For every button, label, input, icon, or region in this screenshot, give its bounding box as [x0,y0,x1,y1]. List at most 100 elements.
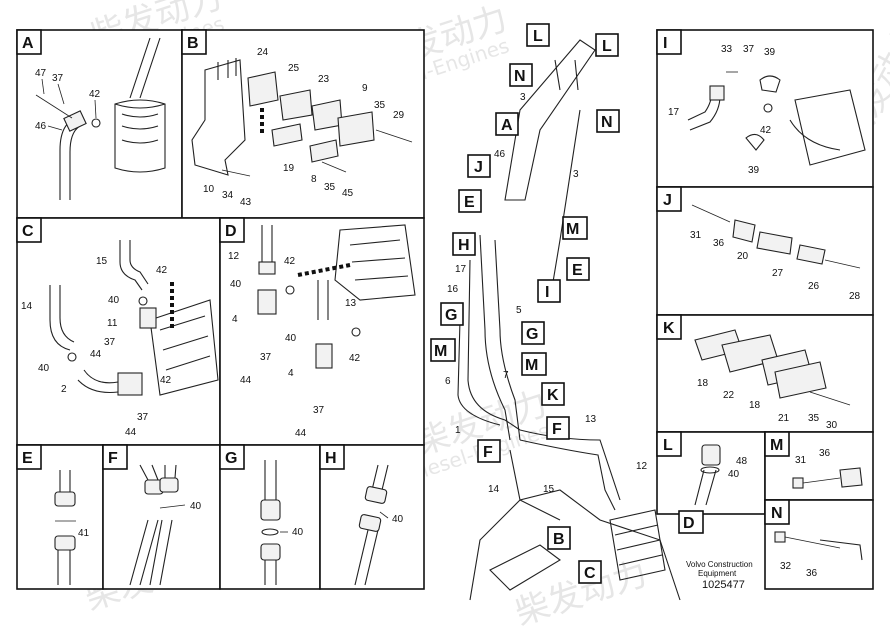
panel-i: I 33 37 39 17 42 39 [656,29,874,188]
svg-text:23: 23 [318,74,330,85]
clamp-blocks [247,71,375,163]
panel-tag-l [656,431,682,457]
valve-assembly [334,224,416,301]
svg-text:8: 8 [311,174,317,185]
panel-n: N 32 36 [764,499,874,590]
svg-text:46: 46 [35,121,47,132]
svg-text:37: 37 [104,337,116,348]
panel-tag-j-text: J [663,192,672,209]
panel-tag-d [219,217,245,243]
svg-text:5: 5 [516,305,522,316]
svg-text:11: 11 [107,318,118,329]
panel-b: B 24 25 23 9 35 29 19 8 35 45 10 34 43 [181,29,425,219]
panel-tag-k-text: K [663,320,675,337]
svg-text:46: 46 [494,149,506,160]
panel-tag-k [656,314,682,340]
svg-text:C: C [584,565,596,582]
svg-text:15: 15 [96,256,108,267]
svg-text:40: 40 [190,501,202,512]
svg-text:7: 7 [503,370,509,381]
svg-text:E: E [464,194,475,211]
svg-text:3: 3 [573,169,579,180]
svg-text:35: 35 [374,100,386,111]
svg-text:18: 18 [749,400,761,411]
svg-text:27: 27 [772,268,784,279]
panel-tag-c-text: C [22,223,34,240]
svg-text:E: E [572,262,583,279]
svg-text:H: H [458,237,470,254]
svg-text:35: 35 [808,413,820,424]
adapter-11 [139,307,157,329]
svg-text:17: 17 [668,107,680,118]
svg-text:31: 31 [690,230,702,241]
svg-text:F: F [552,421,562,438]
svg-text:4: 4 [232,314,238,325]
panel-tag-l-text: L [663,437,673,454]
svg-text:42: 42 [156,265,168,276]
svg-text:33: 33 [721,44,733,55]
svg-text:36: 36 [819,448,831,459]
panel-tag-d-text: D [225,223,237,240]
svg-text:40: 40 [230,279,242,290]
svg-text:9: 9 [362,83,368,94]
svg-text:10: 10 [203,184,215,195]
panel-c: C 15 42 14 40 11 37 44 40 2 42 37 44 [16,217,221,446]
panel-tag-m-text: M [770,437,783,454]
svg-text:35: 35 [324,182,336,193]
svg-text:14: 14 [488,484,500,495]
svg-text:M: M [525,357,538,374]
panel-d: D 12 42 40 4 37 44 13 40 42 4 37 44 [219,217,425,446]
panel-tag-g-text: G [225,450,237,467]
svg-text:42: 42 [284,256,296,267]
panel-tag-j [656,186,682,212]
svg-text:39: 39 [748,165,760,176]
panel-a: A 47 37 42 46 [16,29,183,219]
panel-tag-h-text: H [325,450,337,467]
panel-tag-a-text: A [22,35,34,52]
svg-text:26: 26 [808,281,820,292]
panel-m: M 31 36 [764,431,874,501]
panel-g: G 40 [219,444,321,590]
panel-tag-m [764,431,790,457]
panel-tag-f [102,444,128,470]
svg-text:1: 1 [455,425,461,436]
svg-text:16: 16 [447,284,459,295]
cylinder-part [114,37,166,173]
svg-text:42: 42 [160,375,172,386]
svg-text:44: 44 [240,375,252,386]
svg-text:6: 6 [445,376,451,387]
svg-text:N: N [514,68,526,85]
panel-tag-e [16,444,42,470]
svg-text:31: 31 [795,455,807,466]
svg-text:36: 36 [713,238,725,249]
svg-text:30: 30 [826,420,838,431]
main-assembly: L L N N A J E M H E I G G M M K F F D [430,23,704,601]
panel-tag-i-text: I [663,35,667,52]
panel-tag-n [764,499,790,525]
svg-text:A: A [501,117,513,134]
panel-j: J 31 36 20 27 26 28 [656,186,874,316]
hose-13 [317,280,329,320]
flange [117,372,143,396]
svg-text:32: 32 [780,561,792,572]
svg-text:44: 44 [125,427,137,438]
svg-text:L: L [533,28,543,45]
svg-text:48: 48 [736,456,748,467]
bracket-10 [191,59,246,176]
svg-text:44: 44 [90,349,102,360]
svg-text:36: 36 [806,568,818,579]
boom-cylinder [504,39,596,201]
svg-text:34: 34 [222,190,234,201]
svg-text:12: 12 [228,251,240,262]
svg-text:15: 15 [543,484,555,495]
control-valve [609,509,666,581]
svg-text:I: I [545,284,549,301]
svg-text:42: 42 [349,353,361,364]
svg-text:28: 28 [849,291,861,302]
svg-text:40: 40 [728,469,740,480]
svg-text:J: J [474,159,483,176]
svg-text:18: 18 [697,378,709,389]
panel-tag-f-text: F [108,450,118,467]
panel-tag-h [319,444,345,470]
svg-text:37: 37 [137,412,149,423]
